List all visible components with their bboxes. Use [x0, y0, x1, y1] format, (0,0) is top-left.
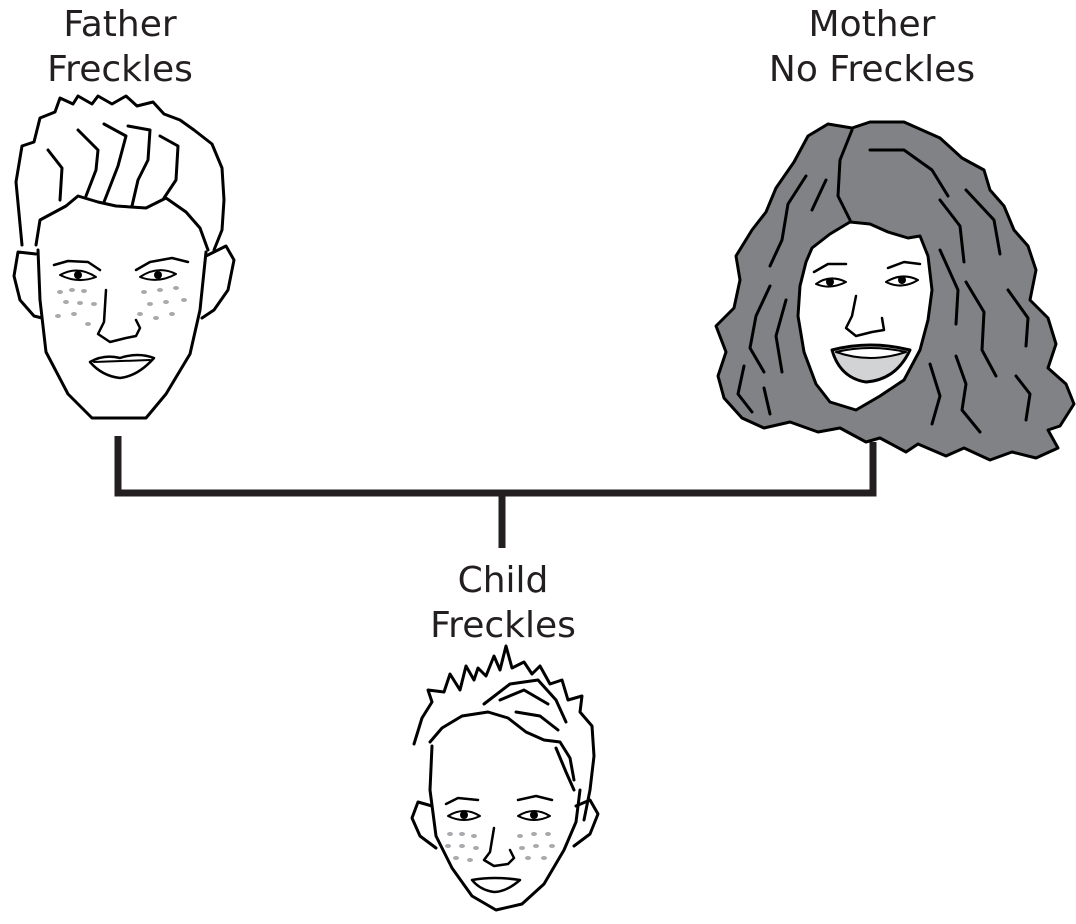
father-label: Father Freckles [0, 2, 240, 92]
child-face-drawing [410, 644, 600, 912]
mother-role: Mother [808, 4, 936, 45]
family-connector [114, 436, 877, 548]
father-role: Father [63, 4, 177, 45]
child-freckles [445, 832, 555, 862]
child-role: Child [457, 560, 549, 601]
mother-label: Mother No Freckles [752, 2, 992, 92]
child-trait: Freckles [430, 605, 576, 646]
father-face-drawing [12, 94, 236, 420]
mother-trait: No Freckles [768, 49, 976, 90]
child-label: Child Freckles [403, 558, 603, 648]
parent-connector-line [114, 436, 877, 497]
mother-face-drawing [714, 120, 1076, 462]
father-trait: Freckles [47, 49, 193, 90]
father-freckles [55, 286, 187, 326]
